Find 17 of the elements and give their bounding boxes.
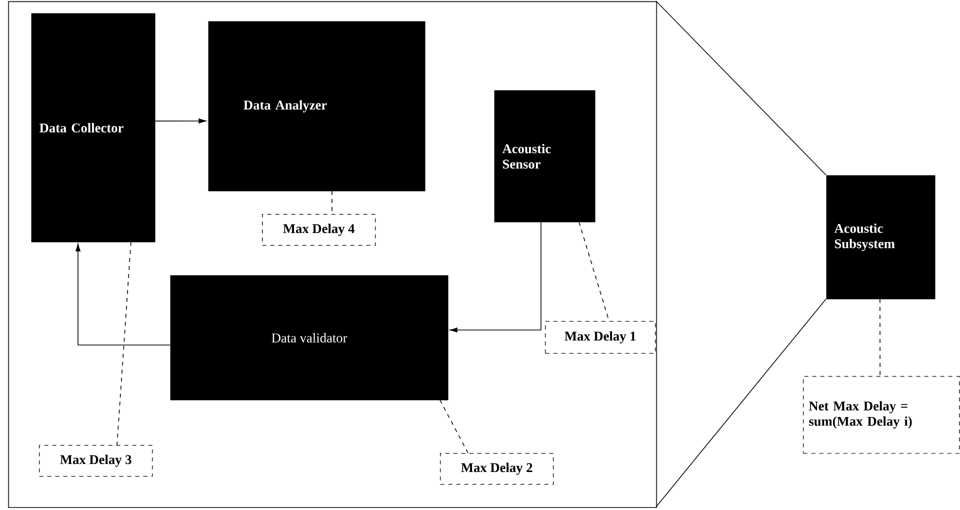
zoom-line bbox=[656, 298, 826, 508]
zoom-line bbox=[656, 0, 826, 176]
component-box: Data Analyzer bbox=[208, 21, 426, 192]
delay-box: Net Max Delay = sum(Max Delay i) bbox=[803, 376, 960, 454]
leader-line bbox=[440, 400, 468, 454]
component-box: Acoustic Sensor bbox=[494, 90, 596, 222]
leader-line bbox=[116, 242, 132, 446]
arrow bbox=[154, 118, 206, 124]
component-box: Acoustic Subsystem bbox=[826, 175, 936, 300]
arrow bbox=[76, 244, 170, 346]
delay-box: Max Delay 3 bbox=[39, 445, 153, 477]
delay-box: Max Delay 4 bbox=[262, 214, 376, 246]
component-box: Data validator bbox=[170, 275, 448, 400]
delay-box: Max Delay 2 bbox=[440, 453, 554, 485]
arrow bbox=[450, 222, 542, 332]
delay-box: Max Delay 1 bbox=[545, 321, 656, 354]
component-box: Data Collector bbox=[31, 13, 156, 242]
